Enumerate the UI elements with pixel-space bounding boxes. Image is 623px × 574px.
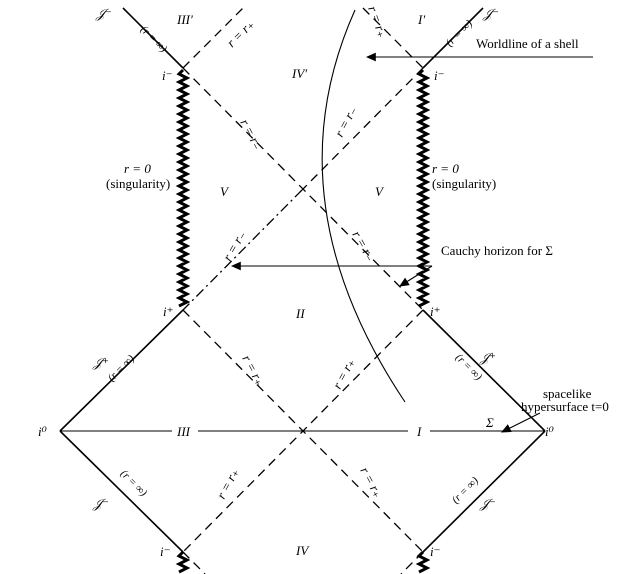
singularity-left (175, 68, 191, 308)
i-minus-bottom-left: i⁻ (160, 544, 170, 559)
region-IV: IV (295, 543, 310, 558)
scri-top-left: 𝒥⁻ (95, 6, 112, 21)
i-plus-right: i⁺ (430, 304, 440, 319)
i-minus-bottom-right: i⁻ (430, 544, 440, 559)
horizon-bottom-left (182, 551, 206, 574)
scri-minus-bottom-left: 𝒥⁻ (92, 496, 109, 511)
singularity-bottom-right (415, 550, 431, 574)
event-horizon-b (182, 309, 424, 553)
r0-right: r = 0 (432, 161, 459, 176)
r-plus-bot-right: r = r₊ (357, 464, 385, 500)
singularity-right (415, 68, 431, 308)
region-V-right: V (375, 184, 385, 199)
region-II: II (295, 306, 305, 321)
r-plus-mid-left: r = r₊ (239, 352, 267, 388)
region-V-left: V (220, 184, 230, 199)
r-minus-label-c: r = r₋ (220, 228, 249, 263)
shell-worldline (321, 9, 406, 403)
singularity-zigzag (415, 68, 431, 308)
singularity-zigzag (175, 550, 191, 574)
scri-minus-left-line (59, 430, 184, 553)
scri-top-left-line (122, 7, 184, 69)
region-III-prime: III′ (176, 12, 193, 27)
scri-minus-right-line (422, 430, 546, 553)
r0-left: r = 0 (124, 161, 151, 176)
scri-plus-right: 𝒥⁺ (479, 350, 496, 365)
scri-top-right: 𝒥⁻ (482, 6, 499, 21)
singularity-bottom-left (175, 550, 191, 574)
sigma-label: Σ (485, 415, 494, 430)
cauchy-label: Cauchy horizon for Σ (441, 243, 553, 258)
i-minus-top-left: i⁻ (162, 68, 172, 83)
region-IV-prime: IV′ (291, 66, 307, 81)
singularity-left-label: (singularity) (106, 176, 170, 191)
singularity-zigzag (175, 68, 191, 308)
r-plus-top-right: r = r₊ (365, 4, 390, 39)
scri-plus-left: 𝒥⁺ (92, 355, 109, 370)
i-minus-top-right: i⁻ (434, 68, 444, 83)
sigma-arrow (501, 412, 541, 433)
r-inf-top-left: (r = ∞) (138, 24, 170, 56)
cauchy-arrow-right (399, 265, 433, 287)
scri-top-right-line (422, 7, 484, 69)
r-plus-mid-right: r = r₊ (329, 356, 357, 392)
spacelike-label-2: hypersurface t=0 (521, 399, 609, 414)
i-zero-left: i⁰ (38, 424, 48, 439)
i-zero-right: i⁰ (545, 424, 555, 439)
scri-plus-right-line (422, 309, 546, 432)
spacelike-label-1: spacelike (543, 386, 592, 401)
r-minus-label-d: r = r₋ (349, 228, 378, 263)
i-plus-left: i⁺ (163, 304, 173, 319)
inner-horizon-b (301, 67, 424, 191)
singularity-right-label: (singularity) (432, 176, 496, 191)
r-inf-bottom-right: (r = ∞) (450, 475, 482, 507)
r-plus-bot-left: r = r₊ (213, 466, 241, 502)
r-minus-label-b: r = r₋ (331, 104, 359, 140)
r-inf-mid-left: (r = ∞) (106, 353, 138, 385)
cauchy-horizon-line (182, 189, 303, 311)
scri-plus-left-line (59, 309, 184, 432)
worldline-label: Worldline of a shell (476, 36, 579, 51)
r-inf-top-right: (r = ∞) (444, 18, 476, 50)
r-inf-bottom-left: (r = ∞) (118, 468, 150, 500)
region-I-prime: I′ (417, 12, 425, 27)
r-minus-label-a: r = r₋ (237, 116, 265, 152)
region-I: I (416, 424, 422, 439)
region-III: III (176, 424, 191, 439)
scri-minus-bottom-right: 𝒥⁻ (479, 496, 496, 511)
singularity-zigzag (415, 550, 431, 574)
